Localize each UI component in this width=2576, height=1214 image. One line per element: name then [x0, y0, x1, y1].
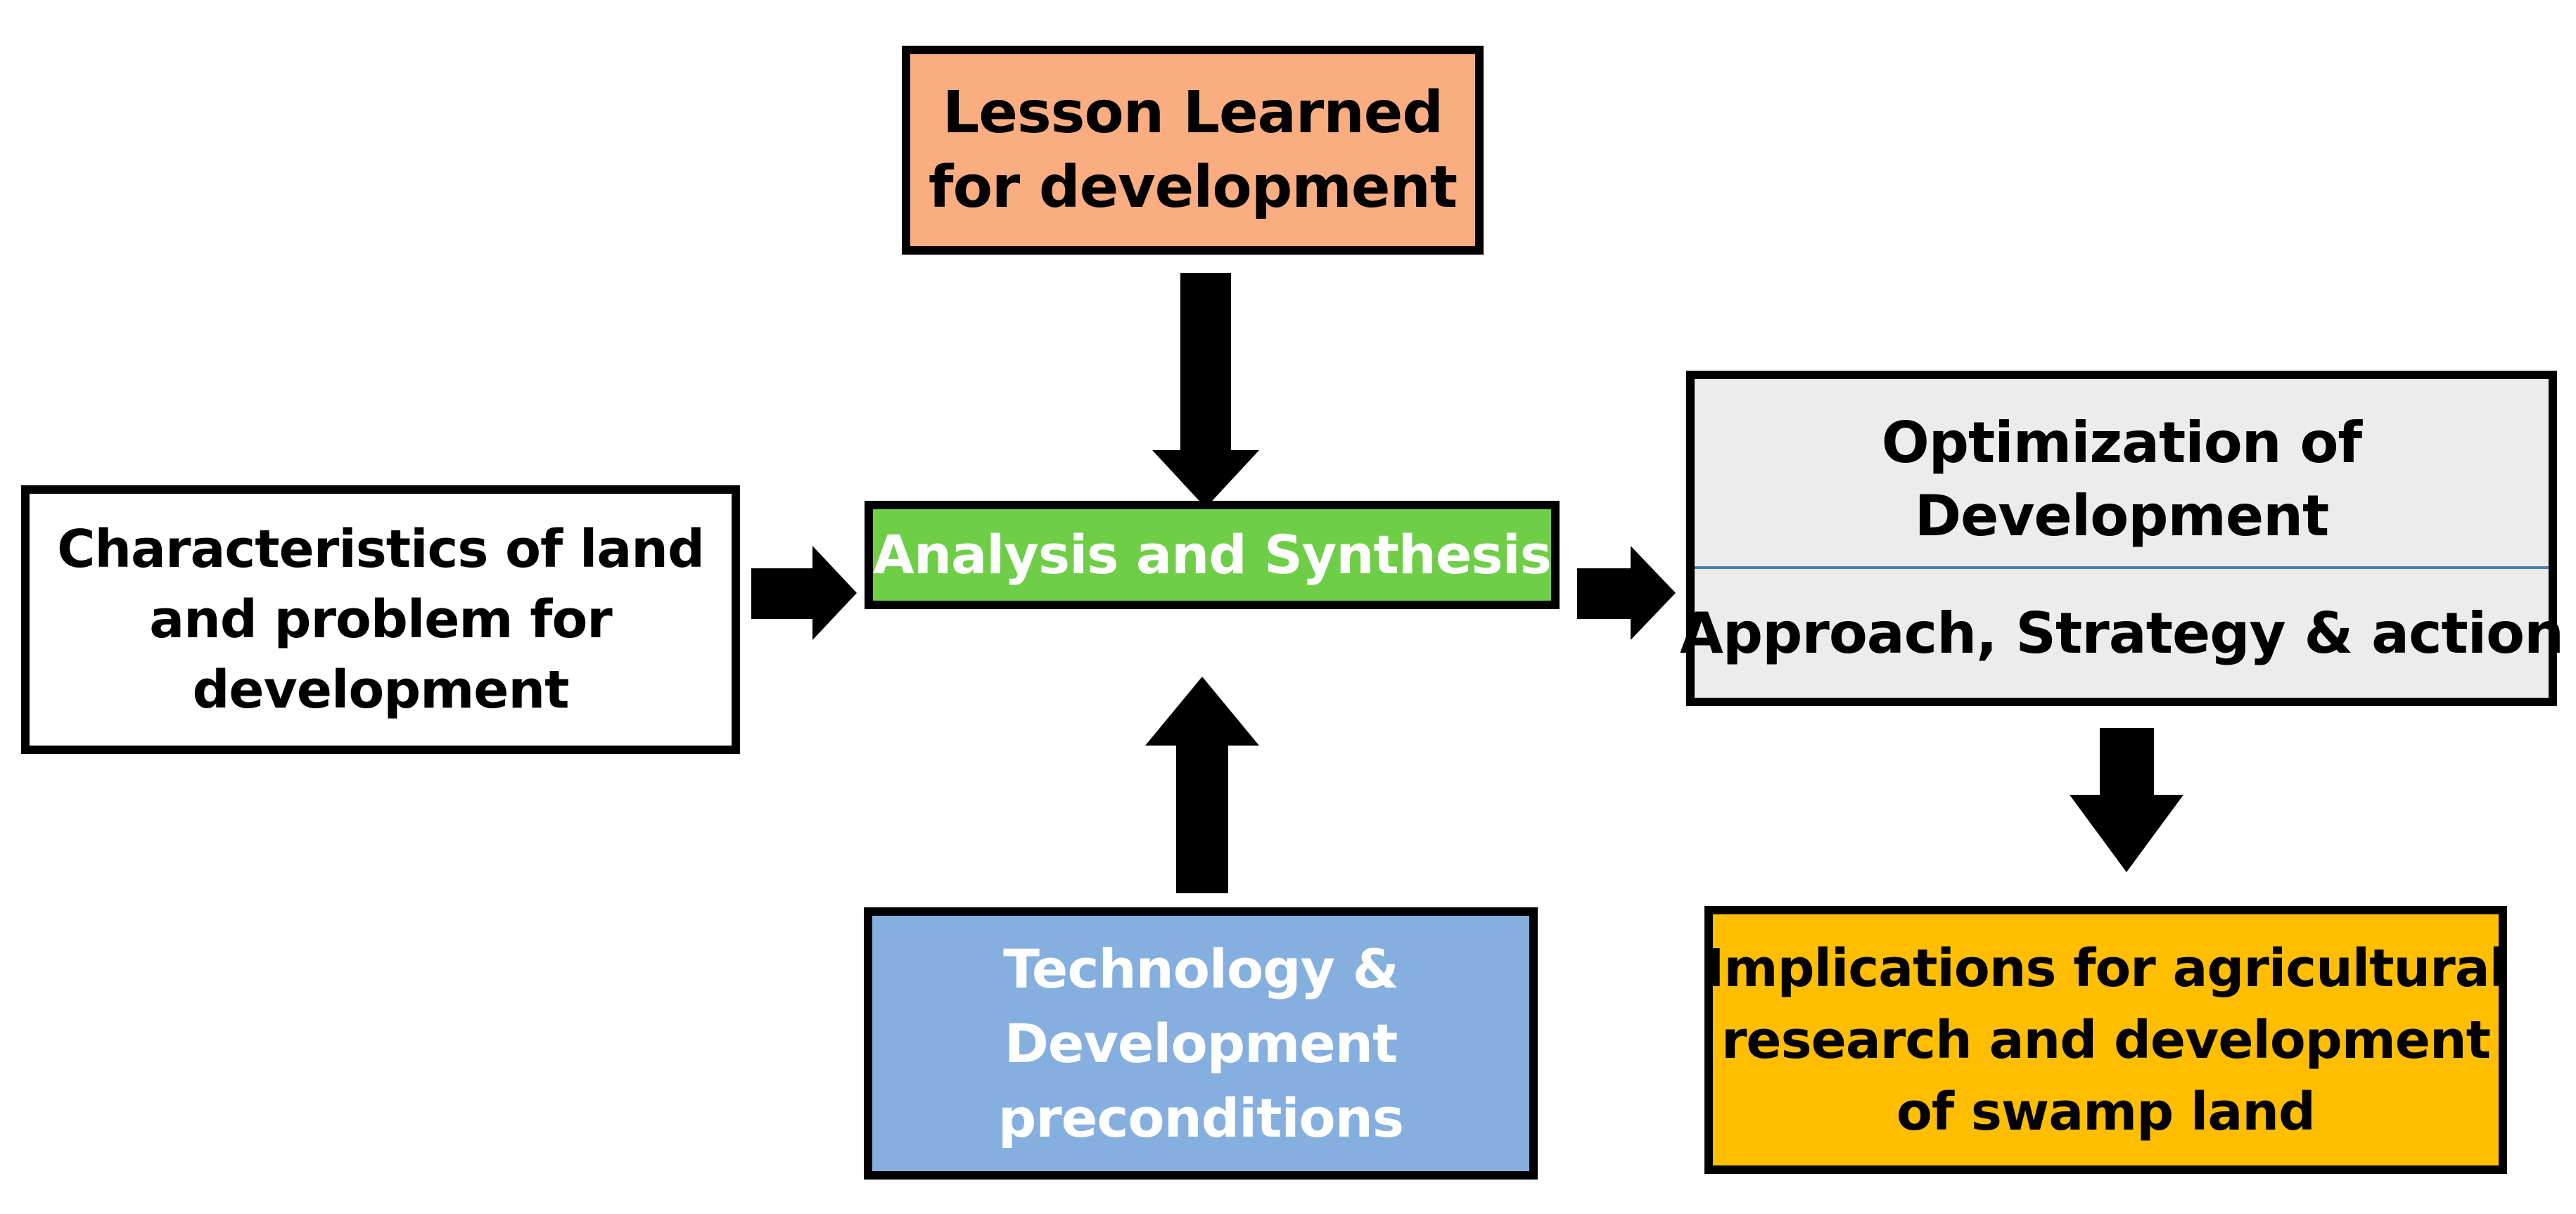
optimization-box: Optimization of Development Approach, St… [1680, 371, 2564, 706]
characteristics-line-2: and problem for [149, 589, 613, 650]
optimization-line-3: Approach, Strategy & action [1679, 600, 2564, 666]
arrow-technology-to-analysis [1145, 677, 1259, 893]
arrow-optimization-to-implications [2070, 728, 2183, 872]
optimization-approach: Approach, Strategy & action [1680, 569, 2564, 698]
implications-line-3: of swamp land [1896, 1081, 2316, 1142]
implications-line-1: Implications for agricultural [1704, 938, 2507, 999]
optimization-line-1: Optimization of [1881, 410, 2362, 475]
implications-line-2: research and development [1721, 1009, 2491, 1071]
technology-line-3: preconditions [997, 1086, 1404, 1149]
technology-line-2: Development [1004, 1011, 1398, 1075]
arrow-analysis-to-optimization [1577, 546, 1676, 640]
arrow-lesson-to-analysis [1152, 273, 1259, 508]
lesson-line-2: for development [928, 153, 1458, 221]
analysis-line-1: Analysis and Synthesis [873, 523, 1552, 586]
optimization-line-2: Development [1914, 483, 2330, 549]
characteristics-line-1: Characteristics of land [57, 519, 705, 580]
characteristics-line-3: development [192, 660, 569, 720]
arrow-characteristics-to-analysis [751, 546, 857, 640]
technology-line-1: Technology & [1003, 937, 1399, 1000]
characteristics-box: Characteristics of land and problem for … [21, 485, 740, 754]
lesson-learned-box: Lesson Learned for development [902, 46, 1484, 255]
lesson-line-1: Lesson Learned [942, 79, 1443, 146]
analysis-synthesis-box: Analysis and Synthesis [865, 501, 1560, 609]
optimization-header: Optimization of Development [1695, 379, 2549, 569]
technology-preconditions-box: Technology & Development preconditions [864, 907, 1538, 1180]
implications-box: Implications for agricultural research a… [1704, 906, 2507, 1174]
